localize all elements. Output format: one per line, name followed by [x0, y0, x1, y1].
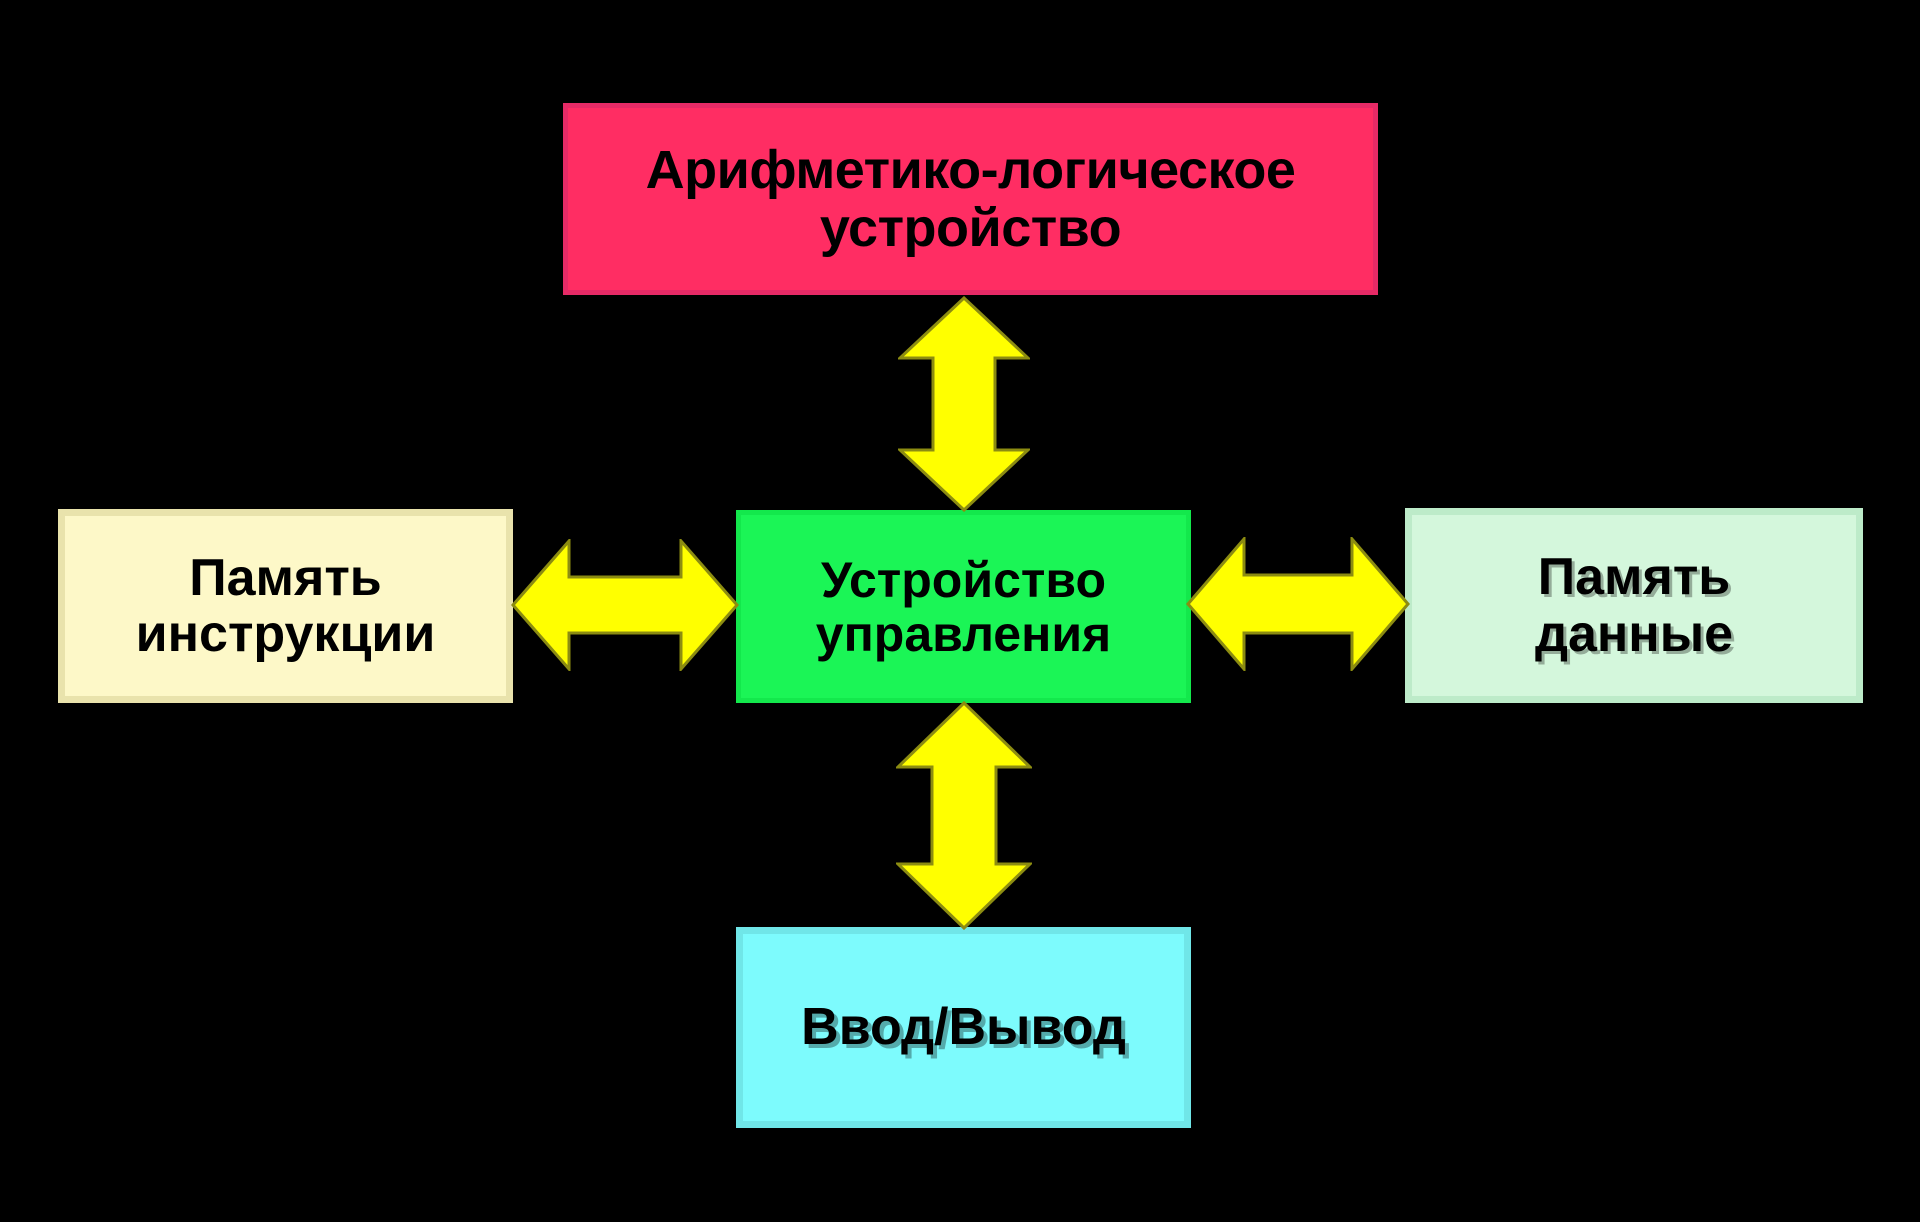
block-instruction-memory-label: Память инструкции [135, 548, 436, 663]
block-data-memory[interactable]: Память данные [1405, 508, 1863, 703]
block-control-unit[interactable]: Устройство управления [736, 510, 1191, 703]
double-headed-vertical-arrow-icon [898, 296, 1030, 512]
block-instruction-memory[interactable]: Память инструкции [58, 509, 513, 703]
double-headed-horizontal-arrow-icon [511, 539, 739, 671]
block-alu-label: Арифметико-логическое устройство [645, 139, 1296, 258]
block-io-label: Ввод/Вывод [801, 998, 1126, 1057]
block-control-unit-label: Устройство управления [815, 551, 1112, 662]
double-headed-horizontal-arrow-icon [1186, 537, 1410, 671]
block-alu[interactable]: Арифметико-логическое устройство [563, 103, 1378, 295]
double-headed-vertical-arrow-icon [896, 701, 1032, 930]
block-data-memory-label: Память данные [1534, 548, 1734, 663]
block-io[interactable]: Ввод/Вывод [736, 927, 1191, 1128]
